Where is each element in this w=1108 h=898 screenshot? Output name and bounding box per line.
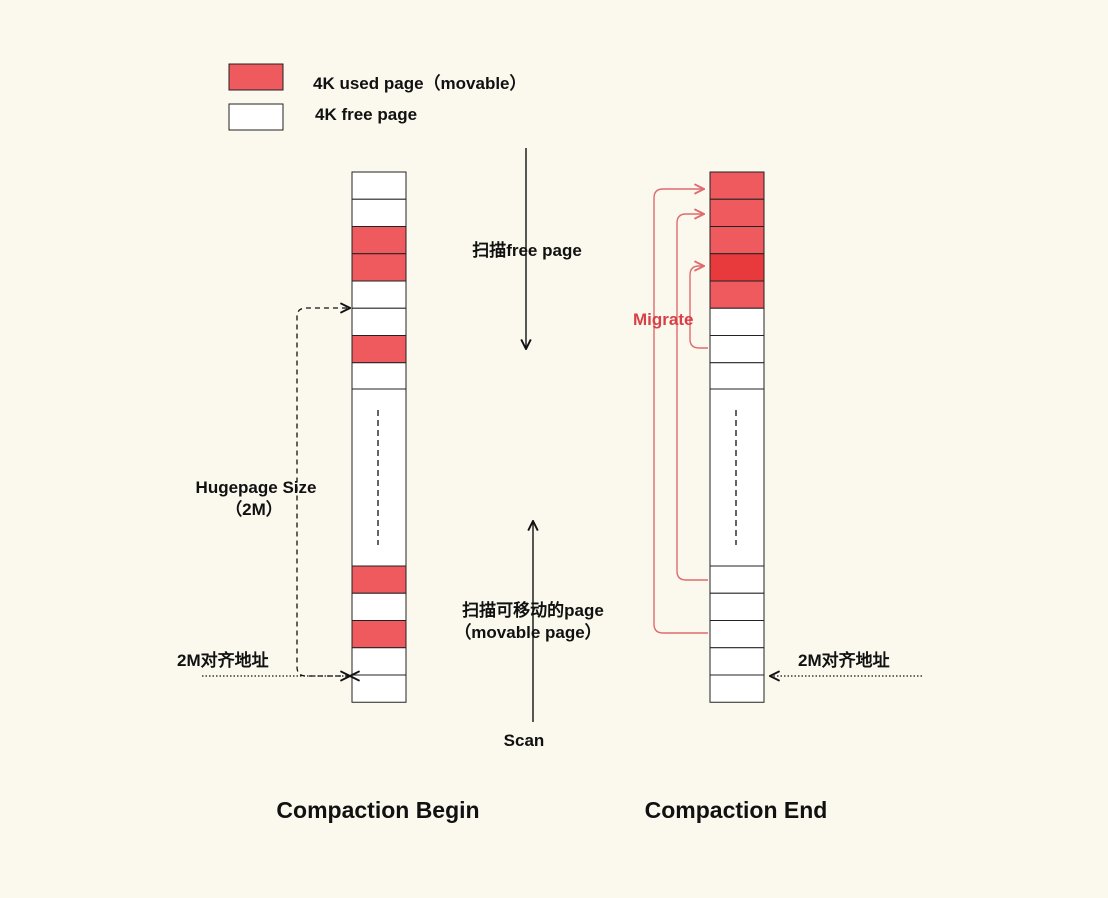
right-bottom-page-4 <box>709 647 765 676</box>
right-top-page-4 <box>709 253 765 282</box>
right-bottom-page-1 <box>709 565 765 594</box>
right-bottom-page-2 <box>709 592 765 621</box>
hugepage-size-label: Hugepage Size <box>195 478 317 497</box>
right-bottom-page-5 <box>709 674 765 703</box>
right-top-page-5 <box>709 280 765 309</box>
left-bottom-page-2 <box>351 592 407 621</box>
left-top-page-7 <box>351 335 407 364</box>
legend-used-label: 4K used page（movable） <box>313 74 527 93</box>
migrate-arrow-3 <box>689 266 708 349</box>
left-column-bottom-pages <box>351 565 407 703</box>
right-top-page-1 <box>709 171 765 200</box>
migrate-arrows <box>653 189 708 634</box>
left-bottom-page-5 <box>351 674 407 703</box>
right-aligned-address-label: 2M对齐地址 <box>798 651 890 670</box>
right-bottom-page-3 <box>709 620 765 649</box>
right-column-bottom-pages <box>709 565 765 703</box>
left-column-title: Compaction Begin <box>276 797 480 823</box>
right-top-page-6 <box>709 307 765 336</box>
migrate-arrow-1 <box>653 189 708 634</box>
legend-used-swatch <box>228 63 284 91</box>
left-top-page-8 <box>351 362 407 391</box>
scan-label: Scan <box>503 731 545 750</box>
left-top-page-3 <box>351 226 407 255</box>
right-top-page-3 <box>709 226 765 255</box>
legend-free-swatch <box>228 103 284 131</box>
right-top-page-2 <box>709 198 765 227</box>
hugepage-size-bracket <box>296 308 350 676</box>
left-top-page-5 <box>351 280 407 309</box>
right-column-title: Compaction End <box>644 797 828 823</box>
right-column-top-pages <box>709 171 765 391</box>
left-bottom-page-1 <box>351 565 407 594</box>
left-bottom-page-3 <box>351 620 407 649</box>
left-top-page-2 <box>351 198 407 227</box>
right-top-page-8 <box>709 362 765 391</box>
left-top-page-4 <box>351 253 407 282</box>
right-top-page-7 <box>709 335 765 364</box>
left-column-top-pages <box>351 171 407 391</box>
left-top-page-6 <box>351 307 407 336</box>
left-top-page-1 <box>351 171 407 200</box>
movable-scan-label-1: 扫描可移动的page <box>462 601 604 620</box>
movable-scan-label-2: （movable page） <box>454 623 602 642</box>
left-column-gap-block <box>351 388 407 567</box>
free-scan-label: 扫描free page <box>472 241 582 260</box>
right-column-gap-block <box>709 388 765 567</box>
legend-free-label: 4K free page <box>315 105 418 124</box>
hugepage-size-value: （2M） <box>225 500 283 519</box>
migrate-label: Migrate <box>633 310 694 329</box>
migrate-arrow-2 <box>676 214 708 581</box>
left-aligned-address-label: 2M对齐地址 <box>177 651 269 670</box>
left-bottom-page-4 <box>351 647 407 676</box>
